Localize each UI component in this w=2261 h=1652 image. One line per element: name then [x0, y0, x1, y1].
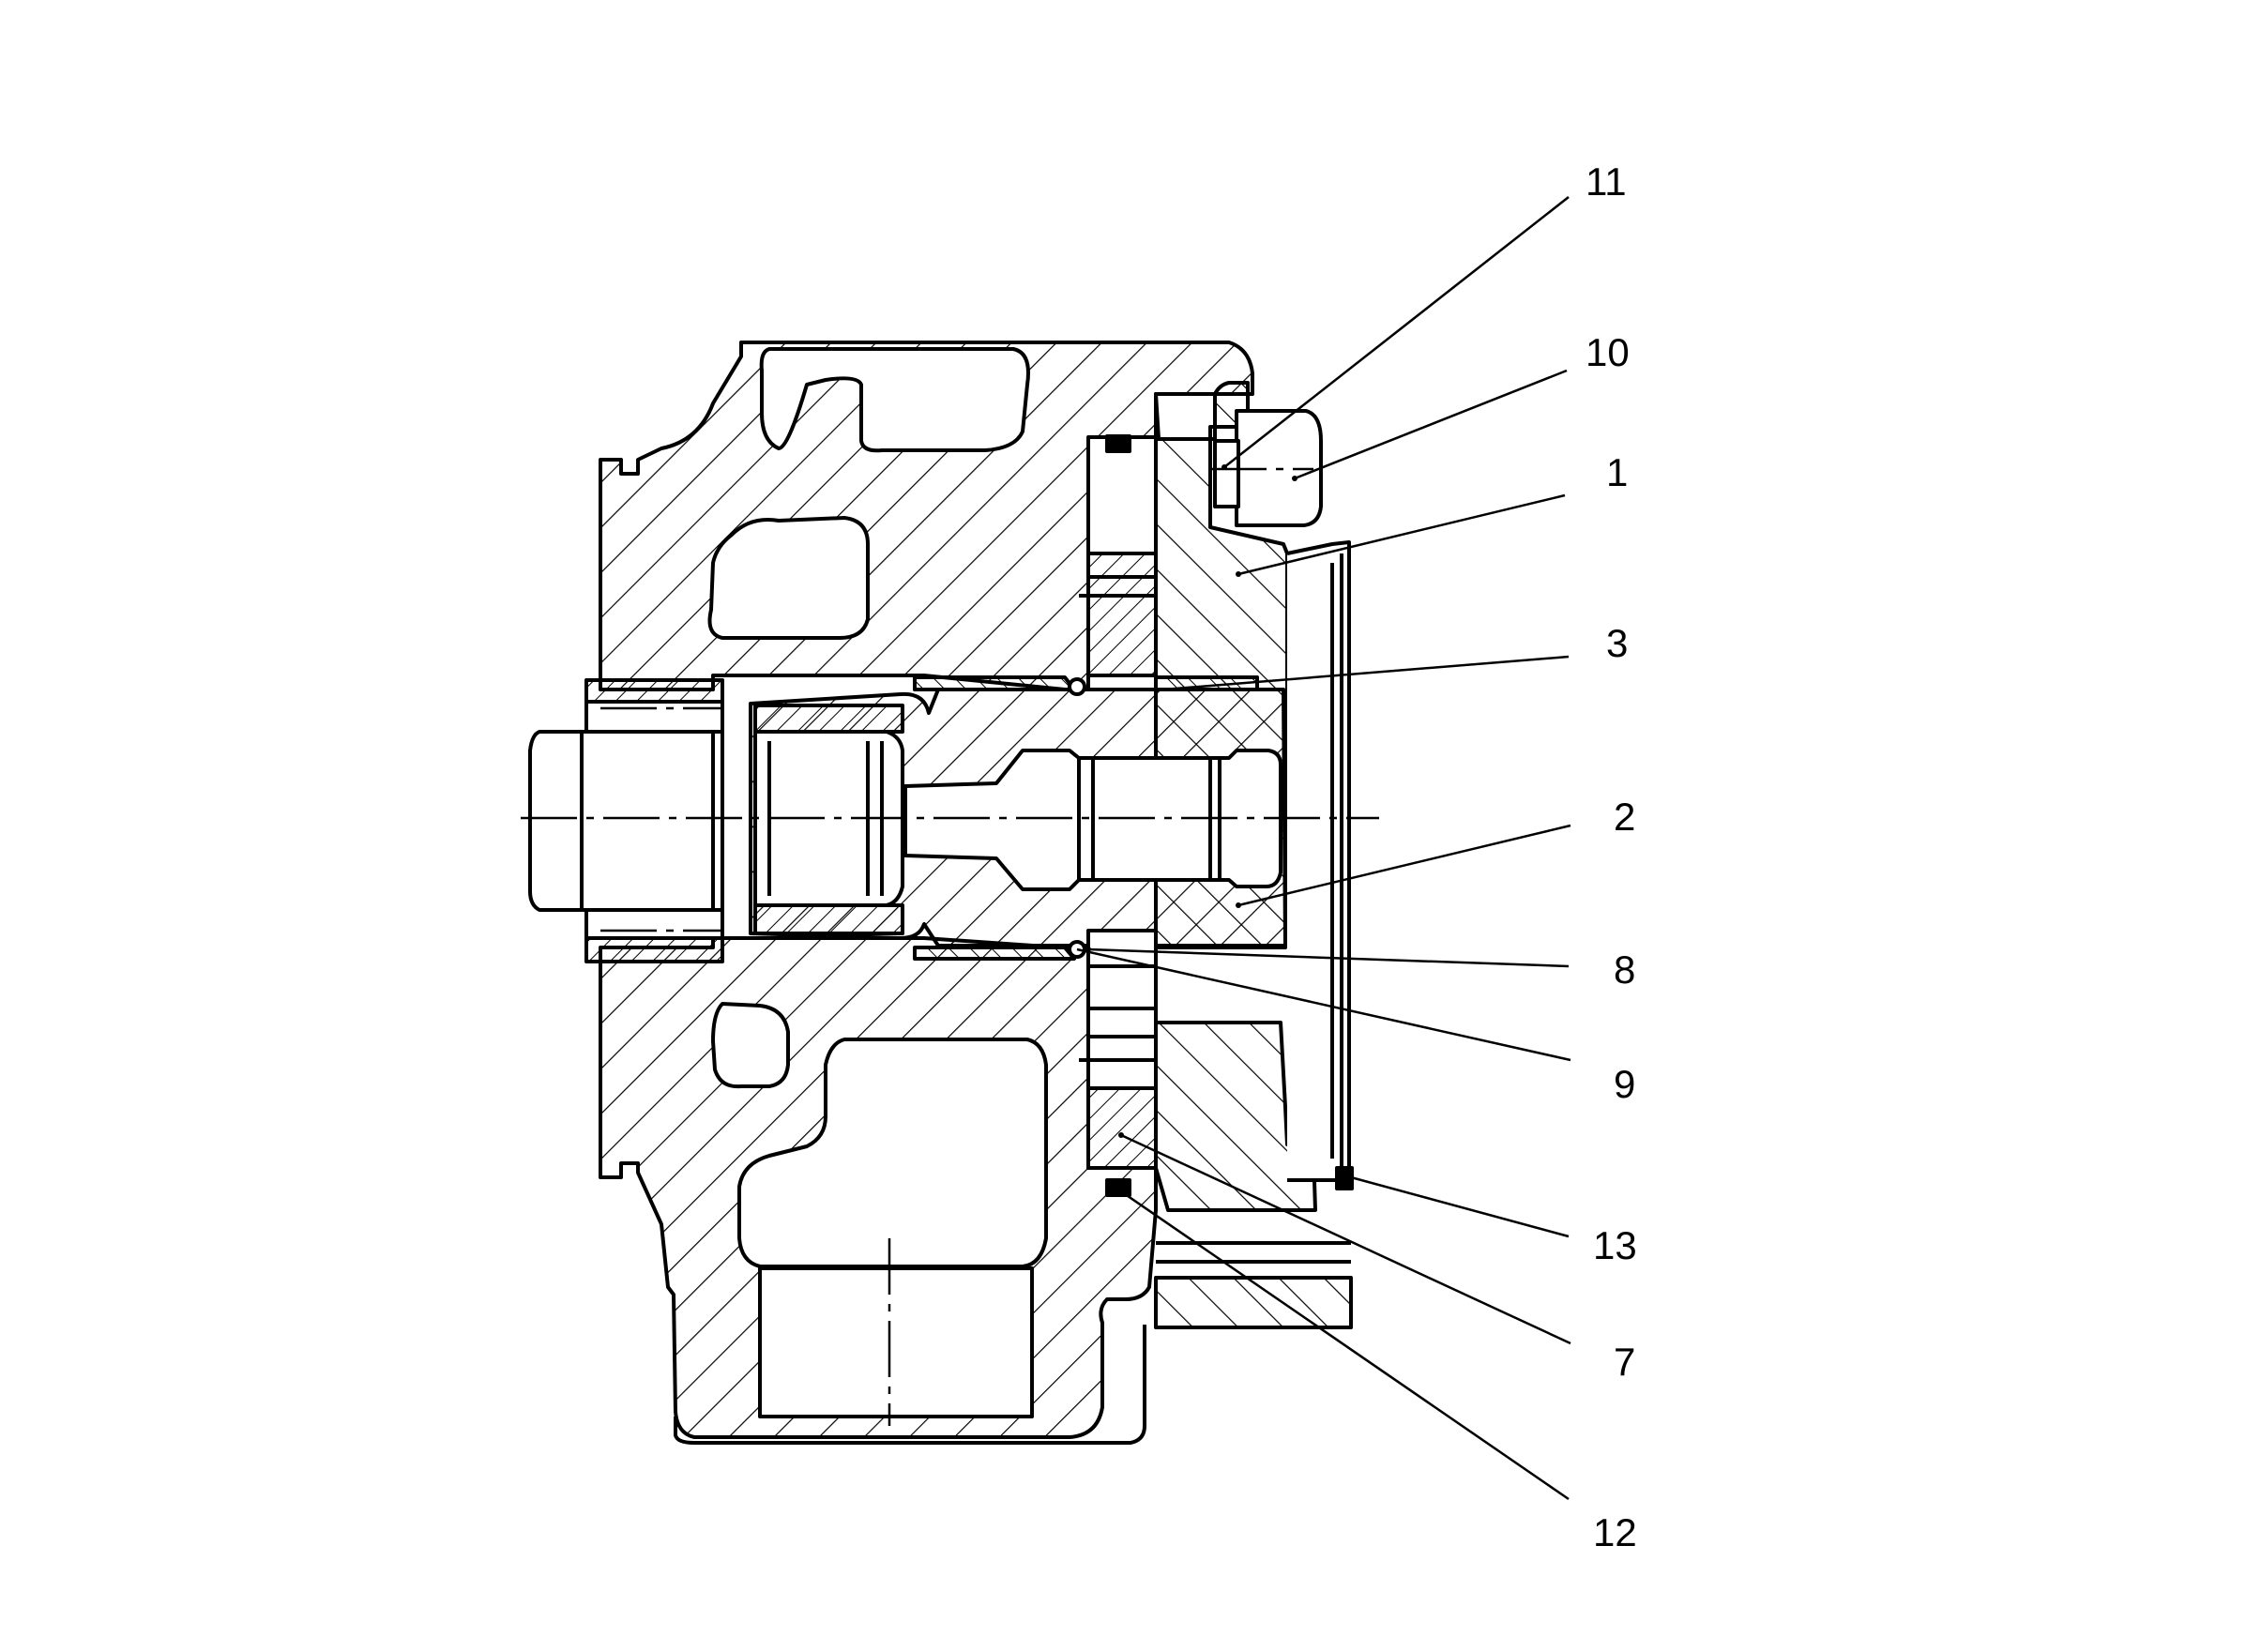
- leader-12: [1117, 1188, 1570, 1501]
- callout-1: 1: [1606, 450, 1628, 494]
- port-boss-outer: [674, 1325, 1146, 1445]
- leader-9: [1076, 947, 1571, 1062]
- input-shaft: [528, 730, 724, 912]
- pin-upper-lines: [1079, 575, 1156, 598]
- shaft-bearing-upper: [584, 678, 724, 704]
- leader-13: [1350, 1175, 1570, 1238]
- pin-lower-lines: [1079, 1007, 1156, 1062]
- seal-11: [1105, 434, 1131, 453]
- callout-9: 9: [1614, 1062, 1635, 1106]
- bottom-flange: [1154, 1276, 1353, 1329]
- callout-13: 13: [1593, 1223, 1637, 1267]
- callout-2: 2: [1614, 795, 1635, 839]
- leader-8: [1087, 947, 1570, 968]
- port-boss: [758, 1266, 1034, 1418]
- pin-8: [1086, 929, 1158, 968]
- callout-10: 10: [1586, 330, 1630, 374]
- outer-plate-edge: [1330, 553, 1343, 1173]
- leader-10: [1294, 369, 1568, 480]
- input-shaft-step: [580, 732, 715, 910]
- shaft-bearing-lower: [584, 936, 724, 963]
- leader-7: [1120, 1133, 1571, 1345]
- oring-3: [1068, 677, 1086, 696]
- callout-7: 7: [1614, 1340, 1635, 1384]
- coupling-nut-hatch-top: [753, 704, 904, 734]
- callout-8: 8: [1614, 947, 1635, 992]
- seal-12: [1105, 1178, 1131, 1197]
- seal-13: [1335, 1166, 1354, 1190]
- leader-2: [1237, 824, 1571, 907]
- pin-7: [1086, 1086, 1158, 1170]
- cavity-upper-side: [707, 516, 870, 640]
- cavity-lower-side: [711, 1002, 790, 1089]
- cavity-upper-top: [759, 347, 1030, 453]
- leader-11: [1223, 196, 1570, 468]
- sleeve-lower: [913, 946, 1076, 961]
- callout-12: 12: [1593, 1510, 1637, 1554]
- leader-1: [1237, 493, 1566, 576]
- callout-3: 3: [1606, 621, 1628, 665]
- callout-11: 11: [1586, 159, 1627, 204]
- coupling-nut-hatch-bottom: [753, 903, 904, 935]
- hub-bore-thread: [1077, 758, 1222, 880]
- bottom-flange-lines: [1156, 1241, 1351, 1264]
- cavity-lower-main: [737, 1038, 1048, 1268]
- cap-screw-shank: [1213, 439, 1240, 508]
- shaft-bearing-lines: [584, 702, 724, 938]
- leader-3: [1162, 655, 1570, 691]
- pin-upper: [1086, 552, 1158, 677]
